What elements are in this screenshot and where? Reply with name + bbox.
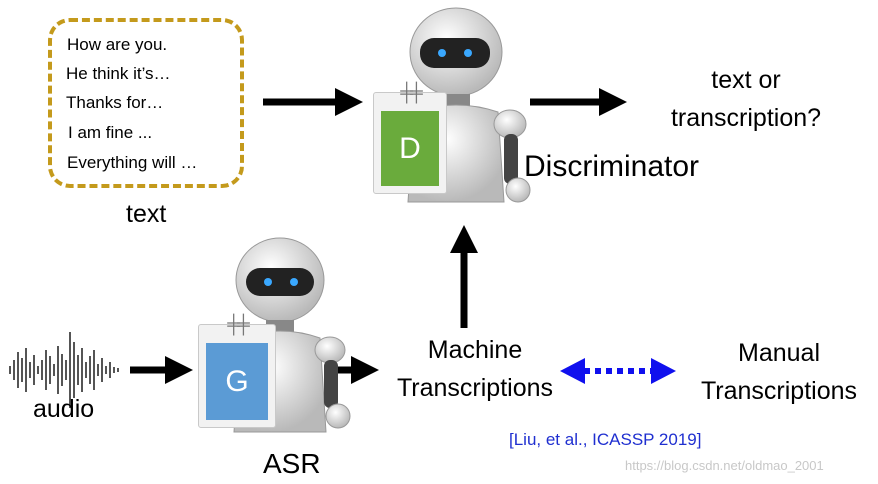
asr-label: ASR	[263, 448, 321, 479]
manual-line-1: Manual	[738, 339, 820, 367]
citation: [Liu, et al., ICASSP 2019]	[509, 430, 702, 449]
double-arrow-right-head	[651, 358, 676, 384]
machine-line-1: Machine	[427, 336, 523, 364]
audio-waveform-icon	[9, 332, 119, 408]
text-sample-1: How are you.	[67, 35, 168, 54]
discriminator-letter: D	[381, 111, 439, 186]
asr-card: ╪╪ G	[198, 315, 276, 428]
audio-label: audio	[33, 395, 95, 423]
text-sample-5: Everything will …	[67, 153, 198, 172]
text-samples-box	[48, 18, 244, 188]
output-line-2: transcription?	[670, 104, 822, 132]
double-arrow-left-head	[560, 358, 585, 384]
asr-letter: G	[206, 343, 268, 420]
output-line-1: text or	[711, 66, 781, 94]
text-sample-2: He think it’s…	[66, 64, 171, 83]
text-caption: text	[126, 200, 167, 228]
watermark: https://blog.csdn.net/oldmao_2001	[625, 458, 824, 473]
machine-line-2: Transcriptions	[396, 374, 554, 402]
manual-line-2: Transcriptions	[700, 377, 858, 405]
clip-icon: ╪╪	[400, 82, 423, 102]
text-sample-4: I am fine ...	[68, 123, 153, 142]
discriminator-card: ╪╪ D	[373, 83, 447, 194]
discriminator-label: Discriminator	[524, 150, 700, 183]
clip-icon: ╪╪	[227, 314, 250, 334]
text-sample-3: Thanks for…	[66, 93, 164, 112]
